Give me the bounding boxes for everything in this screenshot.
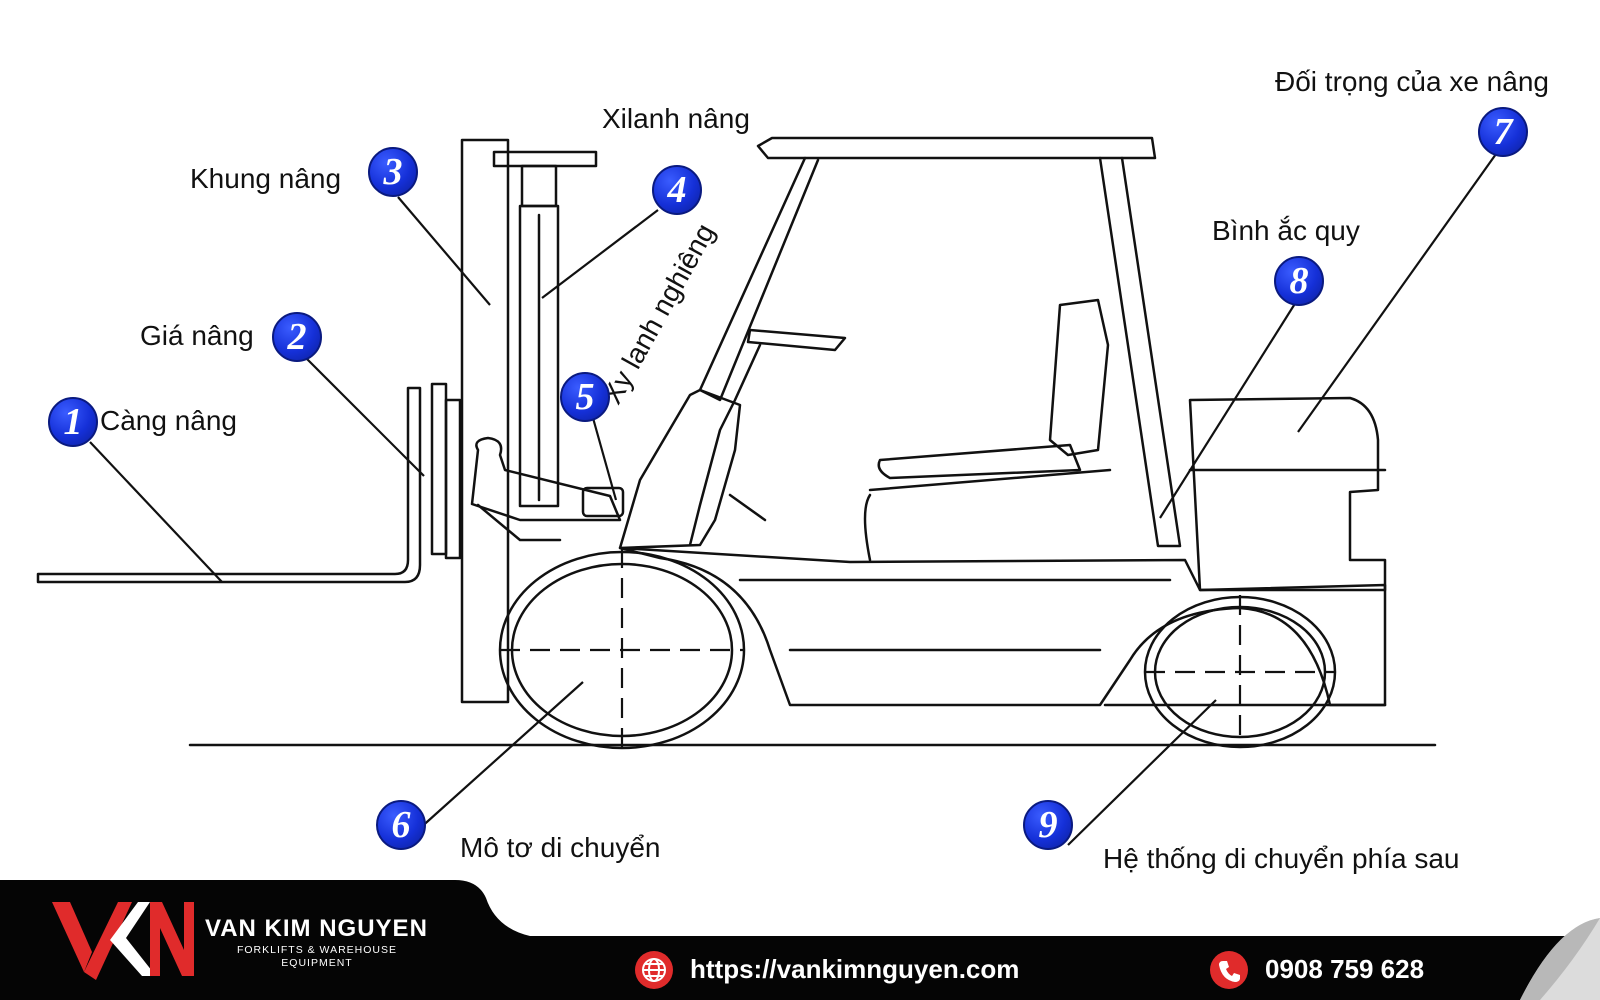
badge-9: 9 xyxy=(1023,800,1073,850)
brand-tagline: FORKLIFTS & WAREHOUSE EQUIPMENT xyxy=(205,944,429,970)
leader-1 xyxy=(89,441,223,583)
leader-3 xyxy=(397,196,491,306)
leader-8 xyxy=(1159,301,1297,519)
website-link[interactable]: https://vankimnguyen.com xyxy=(690,954,1020,984)
seat xyxy=(877,443,1082,480)
badge-5: 5 xyxy=(560,372,610,422)
phone-number[interactable]: 0908 759 628 xyxy=(1265,954,1425,984)
brand-tagline-line2: EQUIPMENT xyxy=(281,957,353,969)
badge-7: 7 xyxy=(1478,107,1528,157)
phone-icon xyxy=(1210,951,1248,989)
footer-bar xyxy=(0,880,1600,1000)
label-binh-ac-quy: Bình ắc quy xyxy=(1212,215,1360,246)
brand-logo-icon xyxy=(52,902,194,980)
brand-name: VAN KIM NGUYEN xyxy=(205,915,428,942)
leader-4 xyxy=(541,209,659,299)
badge-1: 1 xyxy=(48,397,98,447)
counterweight xyxy=(1188,396,1387,592)
badge-4: 4 xyxy=(652,165,702,215)
label-xilanh-nang: Xilanh nâng xyxy=(602,103,750,134)
label-he-thong-di-chuyen: Hệ thống di chuyển phía sau xyxy=(1103,843,1460,874)
globe-icon xyxy=(635,951,673,989)
label-mo-to-di-chuyen: Mô tơ di chuyển xyxy=(460,832,661,863)
badge-8: 8 xyxy=(1274,256,1324,306)
badge-6: 6 xyxy=(376,800,426,850)
label-doi-trong: Đối trọng của xe nâng xyxy=(1275,66,1549,97)
label-cang-nang: Càng nâng xyxy=(100,405,238,436)
leader-9 xyxy=(1067,699,1217,846)
brand-tagline-line1: FORKLIFTS & WAREHOUSE xyxy=(236,944,398,956)
truck-body xyxy=(618,546,1387,707)
mast xyxy=(460,138,510,704)
leader-5 xyxy=(591,417,618,501)
carriage xyxy=(430,382,448,556)
badge-3: 3 xyxy=(368,147,418,197)
leader-6 xyxy=(417,681,584,831)
overhead-guard xyxy=(756,136,1157,160)
leader-7 xyxy=(1297,153,1497,433)
label-gia-nang: Giá nâng xyxy=(140,320,254,351)
label-khung-nang: Khung nâng xyxy=(190,163,342,194)
badge-2: 2 xyxy=(272,312,322,362)
leader-2 xyxy=(301,353,425,477)
fork xyxy=(36,386,422,584)
